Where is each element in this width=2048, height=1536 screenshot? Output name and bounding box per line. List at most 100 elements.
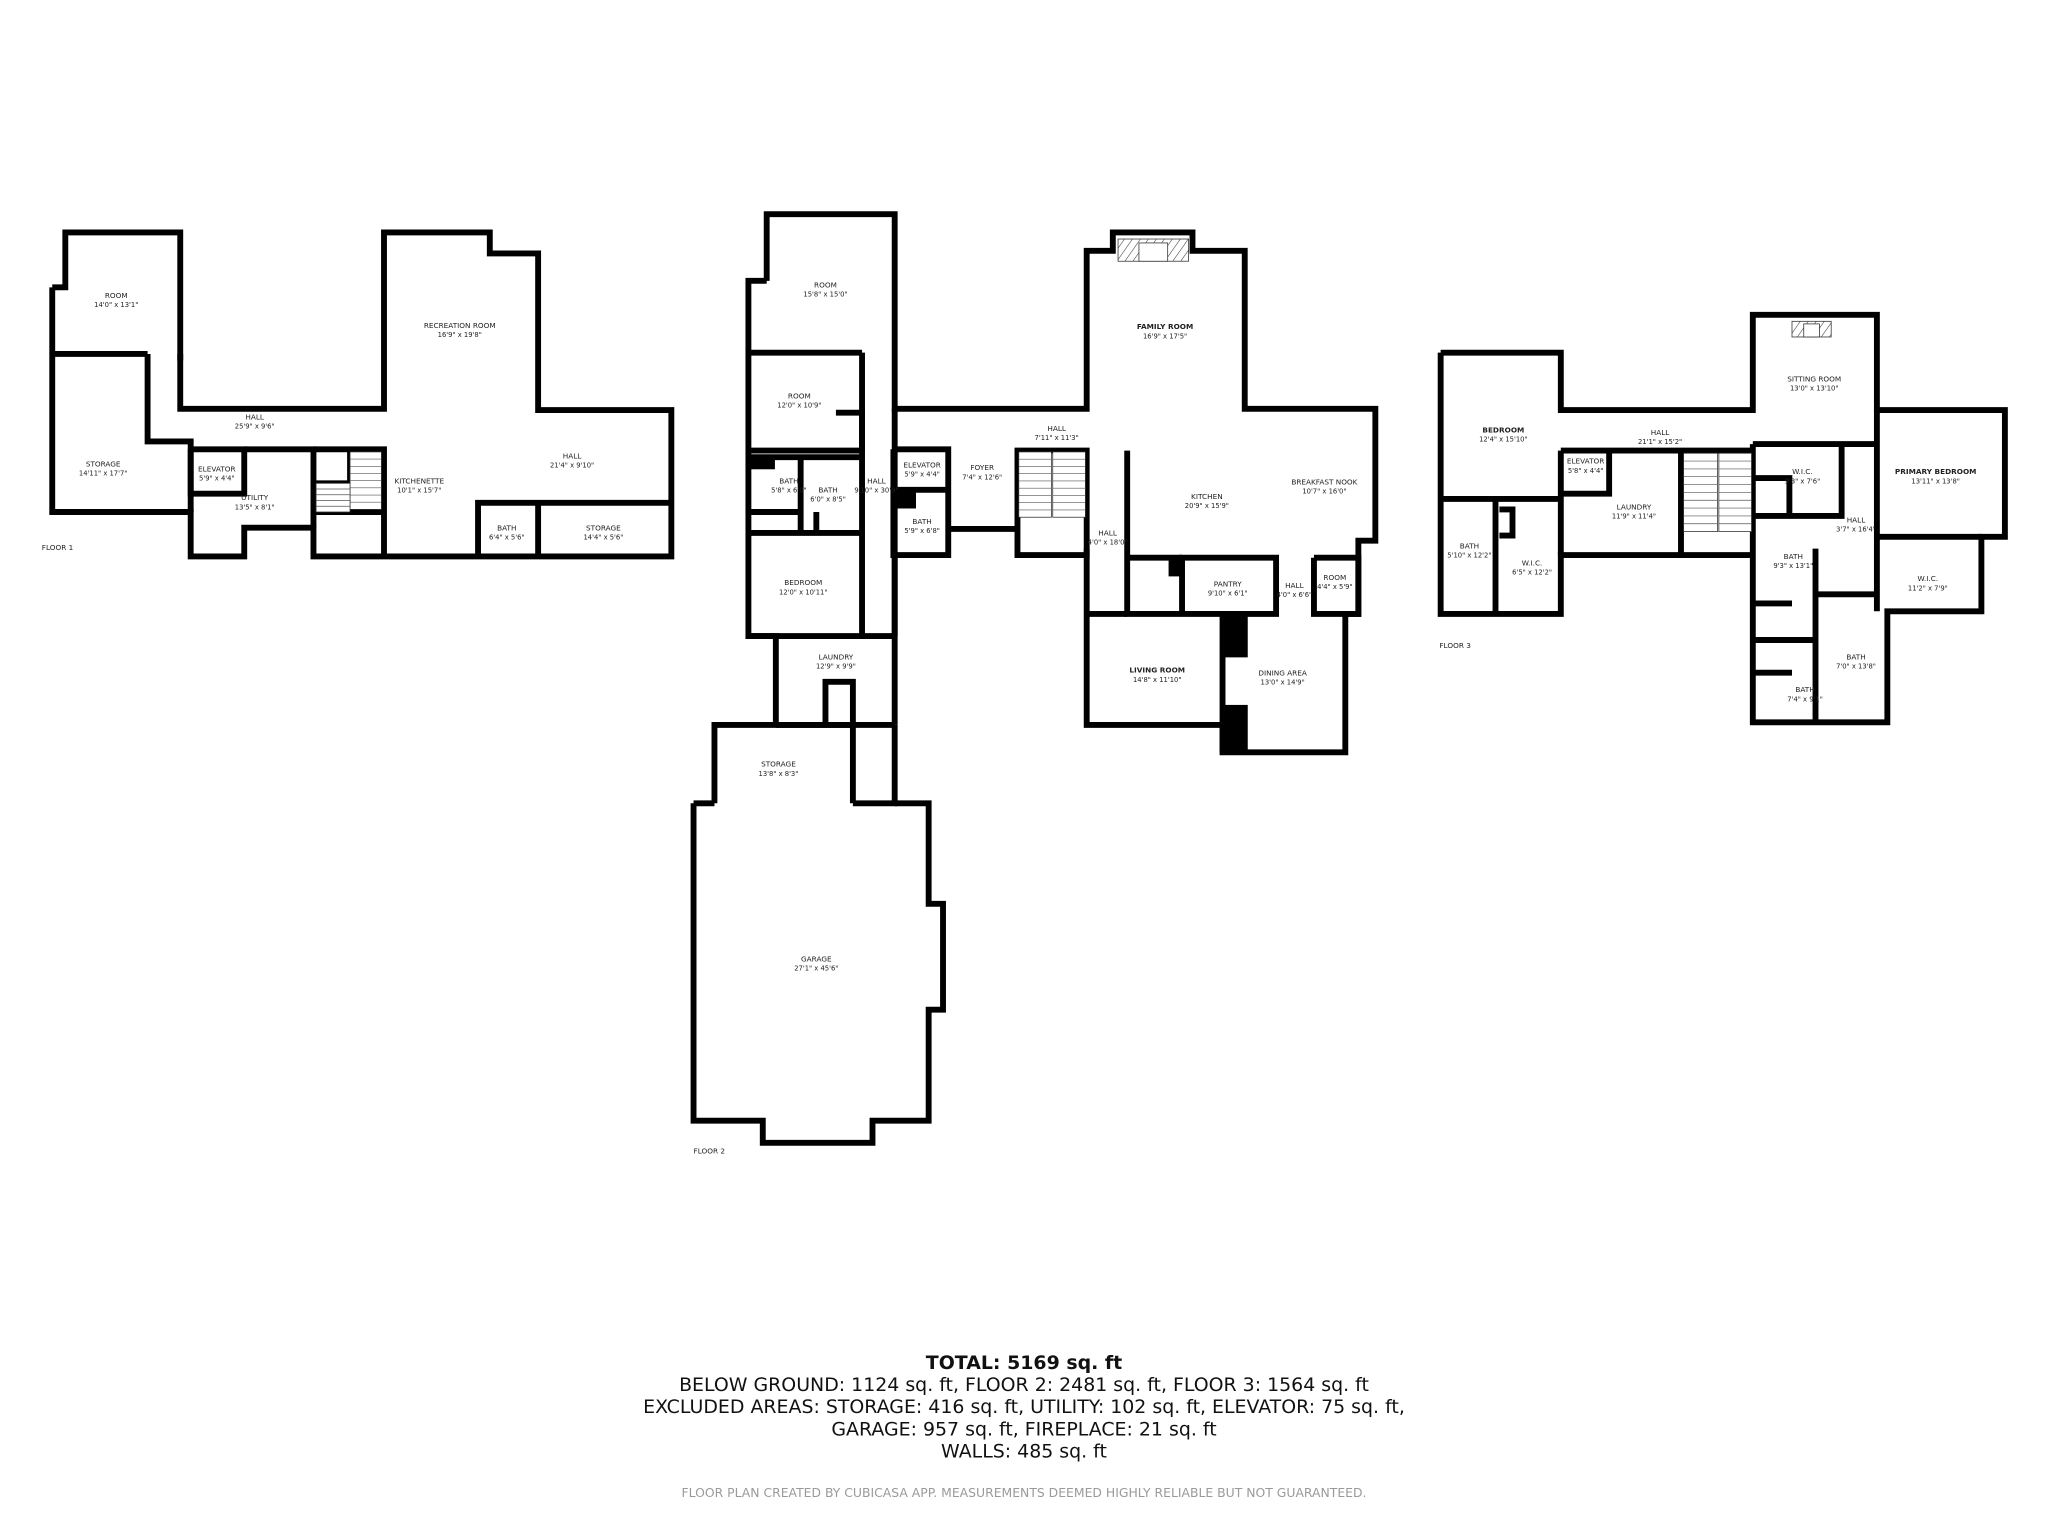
room-dimensions: 13'5" x 8'1" [235,503,275,511]
room-name: ELEVATOR [1567,457,1605,466]
floor-1-label: FLOOR 1 [42,543,74,552]
room-name: HALL [245,412,265,421]
room-dimensions: 5'8" x 6'0" [771,486,807,494]
wall-segment [1440,311,2008,726]
wall-segment [244,446,317,528]
room-dimensions: 16'9" x 17'5" [1143,332,1187,340]
room-name: LAUNDRY [1617,502,1652,511]
room-label: W.I.C.6'5" x 12'2" [1512,559,1552,577]
room-dimensions: 12'0" x 10'9" [777,402,821,410]
room-name: LIVING ROOM [1129,666,1185,675]
room-name: HALL [1047,424,1067,433]
wall-segment [49,229,675,560]
walls [49,211,2008,1146]
room-dimensions: 11'9" x 11'4" [1612,513,1656,521]
wall-segment [690,800,946,1146]
room-label: W.I.C.11'2" x 7'9" [1908,574,1948,592]
room-name: HALL [1098,529,1118,538]
room-name: SITTING ROOM [1787,374,1841,383]
room-dimensions: 20'9" x 15'9" [1185,502,1229,510]
wall-column [748,455,775,470]
room-name: STORAGE [86,459,121,468]
room-label: LAUNDRY 11'9" x 11'4" [1612,502,1656,520]
room-dimensions: 5'8" x 4'4" [1568,467,1604,475]
room-name: BATH [497,523,516,532]
room-name: FAMILY ROOM [1137,322,1193,331]
wall-segment [313,446,387,557]
wall-segment [1752,444,1845,519]
wall-segment [948,447,1090,559]
room-dimensions: 16'9" x 19'8" [438,331,482,339]
room-name: HALL [563,451,583,460]
wall-segment [1311,554,1362,617]
wall-column [1220,613,1248,658]
room-name: ROOM [105,291,128,300]
wall-column [1220,704,1248,753]
fireplace-hearth [1138,242,1169,262]
room-dimensions: 9'10" x 30'9" [854,486,898,494]
floor-2-label: FLOOR 2 [694,1146,726,1155]
wall-segment [144,353,194,512]
room-dimensions: 10'1" x 15'7" [397,486,441,494]
room-dimensions: 13'0" x 13'10" [1790,385,1839,393]
room-name: BATH [1784,552,1803,561]
room-name: W.I.C. [1522,559,1543,568]
room-name: BEDROOM [784,578,822,587]
room-dimensions: 4'0" x 18'0" [1088,539,1128,547]
room-name: RECREATION ROOM [424,321,496,330]
room-dimensions: 14'8" x 11'10" [1133,676,1182,684]
room-dimensions: 10'7" x 16'0" [1302,488,1346,496]
room-dimensions: 12'4" x 15'10" [1479,435,1528,443]
wall-segment [852,724,898,807]
room-name: BREAKFAST NOOK [1291,478,1357,487]
stairs-icon [315,482,351,513]
room-dimensions: 13'8" x 8'3" [759,770,799,778]
room-label: SITTING ROOM 13'0" x 13'10" [1787,374,1841,392]
room-name: ROOM [814,280,837,289]
room-dimensions: 5'9" x 6'8" [904,527,940,535]
wall-segment [313,449,353,487]
room-name: STORAGE [761,760,796,769]
room-dimensions: 25'9" x 9'6" [235,422,275,430]
room-name: PANTRY [1214,579,1242,588]
room-name: ELEVATOR [198,465,236,474]
room-dimensions: 14'11" x 17'7" [79,469,128,477]
excluded-areas: EXCLUDED AREAS: STORAGE: 416 sq. ft, UTI… [643,1396,1405,1418]
room-label: W.I.C.9'3" x 7'6" [1785,467,1821,485]
wall-segment [475,499,672,557]
floor-3-label: FLOOR 3 [1439,641,1471,650]
room-dimensions: 7'4" x 9'1" [1787,695,1823,703]
fireplace-hearth [1803,323,1820,338]
room-name: PRIMARY BEDROOM [1895,467,1977,476]
wall-segment [1499,506,1516,539]
room-name: BEDROOM [1482,425,1524,434]
room-dimensions: 14'0" x 13'1" [94,301,138,309]
wall-segment [822,678,856,725]
room-name: BATH [912,517,931,526]
room-dimensions: 5'9" x 4'4" [199,475,235,483]
wall-segment [763,211,1379,756]
room-dimensions: 9'3" x 13'1" [1773,562,1813,570]
room-name: KITCHEN [1191,492,1223,501]
room-dimensions: 7'4" x 12'6" [962,473,1002,481]
room-dimensions: 14'4" x 5'6" [583,533,623,541]
